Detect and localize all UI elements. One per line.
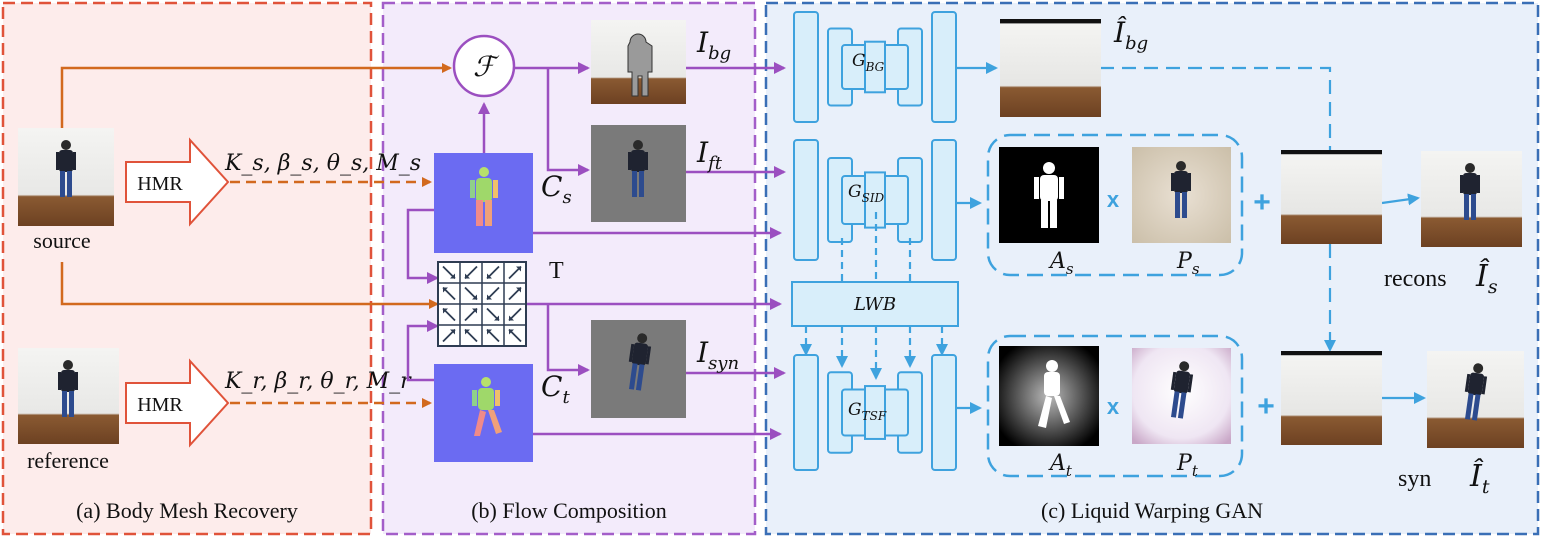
blue-connectors [800,62,1426,414]
grid-arrowhead-3 [516,266,521,272]
hmr-block-source: HMR [125,137,230,227]
image-ibg [591,20,686,104]
source-photo [18,128,114,226]
grid-arrowhead-10 [494,315,499,321]
generator-tsf [793,354,957,471]
reference-params: K_r, β_r, θ_r, M_r [224,369,412,394]
grid-arrowhead-7 [516,287,521,293]
hmr-label-bottom: HMR [137,394,183,416]
output-box-target [986,334,1244,478]
transform-label: T [549,258,564,284]
gen-tsf-block-3 [931,354,957,471]
gen-tsf-block-0 [793,354,819,471]
image-isyn [591,320,686,418]
color-ps [1132,147,1231,243]
grid-arrowhead-8 [443,308,448,314]
syn-hat-label: Ît [1469,458,1490,498]
reference-label: reference [27,448,109,473]
panel-b-caption: (b) Flow Composition [471,498,667,523]
generator-sid [793,139,957,261]
gen-bg-block-5 [864,40,886,94]
grid-arrowhead-5 [472,294,477,300]
grid-arrowhead-12 [450,329,455,335]
grid-arrowhead-11 [509,315,514,321]
background-output-bottom [1281,351,1382,445]
isyn-label: Isyn [696,336,739,374]
image-ift [591,125,686,222]
lwb-label: LWB [853,294,896,315]
grid-arrowhead-1 [465,273,470,279]
mask-at [999,346,1099,446]
mesh-cs [434,153,533,253]
gen-sid-block-0 [793,139,819,261]
flow-operator-node: ℱ [452,34,516,98]
plus-sign-top: + [1253,186,1271,219]
grid-arrowhead-2 [487,273,492,279]
purple-arrows [406,62,786,440]
syn-output-image [1427,351,1524,448]
panel-a-caption: (a) Body Mesh Recovery [76,498,298,523]
pt-label: Pt [1176,451,1199,480]
ift-label: Ift [696,136,723,174]
grid-arrowhead-4 [443,287,448,293]
grid-arrowhead-14 [487,329,492,335]
cs-label: Cs [541,170,572,208]
panel-c-caption: (c) Liquid Warping GAN [1041,498,1263,523]
hmr-block-reference: HMR [125,358,230,448]
transformation-grid [437,261,527,347]
hmr-label-top: HMR [137,173,183,195]
panel-a [1,1,373,536]
mask-as [999,147,1099,243]
generator-bg [793,11,957,123]
ps-label: Ps [1176,249,1200,278]
panel-c [764,1,1540,536]
gen-tsf-block-5 [864,385,886,440]
color-pt [1132,348,1231,444]
syn-label: syn [1398,466,1431,492]
plus-sign-bottom: + [1257,390,1275,423]
gtsf-label: GTSF [848,400,887,423]
times-sign-bottom: x [1107,394,1120,419]
ibg-label: Ibg [696,26,731,64]
reference-photo [18,348,119,444]
background-output-top [1281,150,1382,244]
gen-sid-block-3 [931,139,957,261]
source-params: K_s, β_s, θ_s, M_s [224,151,421,176]
gsid-label: GSID [848,182,885,205]
times-sign-top: x [1107,187,1120,212]
ibg-hat-label: Îbg [1113,16,1148,54]
recons-output-image [1421,151,1522,247]
gbg-label: GBG [852,51,885,74]
output-box-source [986,133,1244,277]
as-label: As [1048,249,1074,278]
recons-hat-label: Îs [1475,258,1498,298]
lwb-block: LWB [791,281,959,327]
ct-label: Ct [541,370,570,408]
source-label: source [33,228,90,253]
grid-arrowhead-6 [487,294,492,300]
mesh-ct [434,364,533,462]
image-ibg-hat [1000,19,1101,117]
grid-arrowhead-9 [472,308,477,314]
orange-arrows [60,63,452,408]
grid-arrowhead-15 [509,329,514,335]
gen-bg-block-3 [931,11,957,123]
gen-bg-block-0 [793,11,819,123]
at-label: At [1048,451,1073,480]
grid-arrowhead-0 [450,273,455,279]
recons-label: recons [1384,266,1447,292]
grid-arrowhead-13 [465,329,470,335]
